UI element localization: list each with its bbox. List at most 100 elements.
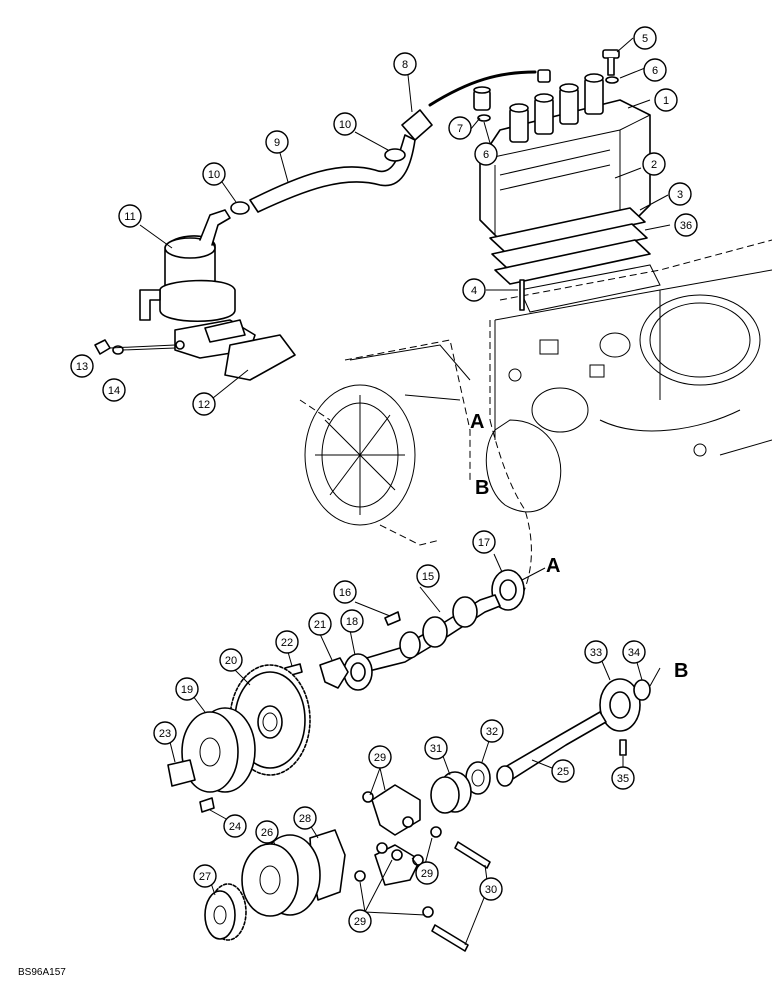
svg-text:4: 4 bbox=[471, 285, 477, 297]
callout-31: 31 bbox=[424, 736, 448, 760]
nut bbox=[94, 339, 111, 355]
svg-text:7: 7 bbox=[457, 123, 463, 135]
callout-26: 26 bbox=[255, 820, 279, 844]
callout-29a: 29 bbox=[368, 745, 392, 769]
callout-7: 7 bbox=[448, 116, 472, 140]
svg-text:20: 20 bbox=[225, 655, 237, 667]
section-letter: A bbox=[470, 411, 484, 433]
callout-24: 24 bbox=[223, 814, 247, 838]
svg-text:29: 29 bbox=[374, 752, 386, 764]
callout-6a: 6 bbox=[643, 58, 667, 82]
section-letter: B bbox=[674, 660, 688, 682]
svg-text:31: 31 bbox=[430, 743, 442, 755]
svg-text:33: 33 bbox=[590, 647, 602, 659]
callout-10a: 10 bbox=[333, 112, 357, 136]
drive-gear-flange bbox=[241, 834, 321, 917]
svg-text:6: 6 bbox=[652, 65, 658, 77]
callout-4: 4 bbox=[462, 278, 486, 302]
svg-text:24: 24 bbox=[229, 821, 241, 833]
bolt bbox=[199, 797, 215, 813]
callout-20: 20 bbox=[219, 648, 243, 672]
callout-8: 8 bbox=[393, 52, 417, 76]
pin bbox=[454, 841, 491, 869]
svg-text:30: 30 bbox=[485, 884, 497, 896]
camshaft bbox=[359, 594, 501, 673]
svg-text:3: 3 bbox=[677, 189, 683, 201]
governor-weight-holder bbox=[354, 784, 442, 918]
callout-29b: 29 bbox=[415, 861, 439, 885]
callout-29c: 29 bbox=[348, 909, 372, 933]
engine-block bbox=[485, 239, 772, 601]
svg-text:1: 1 bbox=[663, 95, 669, 107]
callout-13: 13 bbox=[70, 354, 94, 378]
snap-ring bbox=[633, 679, 651, 701]
callout-18: 18 bbox=[340, 609, 364, 633]
pin bbox=[431, 924, 469, 952]
svg-text:10: 10 bbox=[208, 169, 220, 181]
callout-11: 11 bbox=[118, 204, 142, 228]
sleeve bbox=[430, 771, 472, 814]
hose-clamp bbox=[230, 201, 250, 215]
gear-housing bbox=[299, 339, 471, 546]
svg-text:32: 32 bbox=[486, 726, 498, 738]
section-letter: A bbox=[546, 555, 560, 577]
callout-12: 12 bbox=[192, 392, 216, 416]
svg-text:17: 17 bbox=[478, 537, 490, 549]
callout-36: 36 bbox=[674, 213, 698, 237]
callout-15: 15 bbox=[416, 564, 440, 588]
callout-30: 30 bbox=[479, 877, 503, 901]
bearing bbox=[343, 653, 373, 691]
callout-22: 22 bbox=[275, 630, 299, 654]
svg-text:26: 26 bbox=[261, 827, 273, 839]
svg-text:18: 18 bbox=[346, 616, 358, 628]
svg-text:27: 27 bbox=[199, 871, 211, 883]
callout-9: 9 bbox=[265, 130, 289, 154]
callout-35: 35 bbox=[611, 766, 635, 790]
svg-text:28: 28 bbox=[299, 813, 311, 825]
svg-text:11: 11 bbox=[124, 211, 135, 223]
svg-text:21: 21 bbox=[314, 619, 326, 631]
svg-text:25: 25 bbox=[557, 766, 569, 778]
callout-33: 33 bbox=[584, 640, 608, 664]
svg-text:29: 29 bbox=[354, 916, 366, 928]
collar bbox=[465, 761, 491, 795]
pump-gasket bbox=[224, 334, 296, 381]
svg-text:16: 16 bbox=[339, 587, 351, 599]
fuel-line bbox=[428, 70, 537, 107]
callout-10b: 10 bbox=[202, 162, 226, 186]
svg-text:36: 36 bbox=[680, 220, 692, 232]
leader-lines bbox=[139, 37, 671, 946]
svg-text:35: 35 bbox=[617, 773, 629, 785]
svg-text:23: 23 bbox=[159, 728, 171, 740]
svg-text:10: 10 bbox=[339, 119, 351, 131]
svg-text:34: 34 bbox=[628, 647, 640, 659]
callout-6b: 6 bbox=[474, 142, 498, 166]
callout-21: 21 bbox=[308, 612, 332, 636]
svg-text:22: 22 bbox=[281, 637, 293, 649]
svg-text:8: 8 bbox=[402, 59, 408, 71]
svg-text:2: 2 bbox=[651, 159, 657, 171]
callout-1: 1 bbox=[654, 88, 678, 112]
callout-34: 34 bbox=[622, 640, 646, 664]
section-letter: B bbox=[475, 477, 489, 499]
retainer-plate bbox=[319, 657, 349, 689]
svg-text:6: 6 bbox=[483, 149, 489, 161]
svg-text:15: 15 bbox=[422, 571, 434, 583]
governor-shaft bbox=[496, 711, 607, 787]
pump-gaskets bbox=[489, 207, 651, 285]
fuel-hose bbox=[249, 134, 416, 213]
banjo-fitting bbox=[401, 109, 433, 141]
callout-23: 23 bbox=[153, 721, 177, 745]
callout-32: 32 bbox=[480, 719, 504, 743]
fuel-feed-pump bbox=[139, 209, 256, 359]
callout-19: 19 bbox=[175, 677, 199, 701]
svg-text:19: 19 bbox=[181, 684, 193, 696]
callout-5: 5 bbox=[633, 26, 657, 50]
callout-3: 3 bbox=[668, 182, 692, 206]
stud bbox=[519, 279, 525, 311]
callout-16: 16 bbox=[333, 580, 357, 604]
callout-25: 25 bbox=[551, 759, 575, 783]
svg-text:13: 13 bbox=[76, 361, 88, 373]
svg-text:12: 12 bbox=[198, 399, 210, 411]
